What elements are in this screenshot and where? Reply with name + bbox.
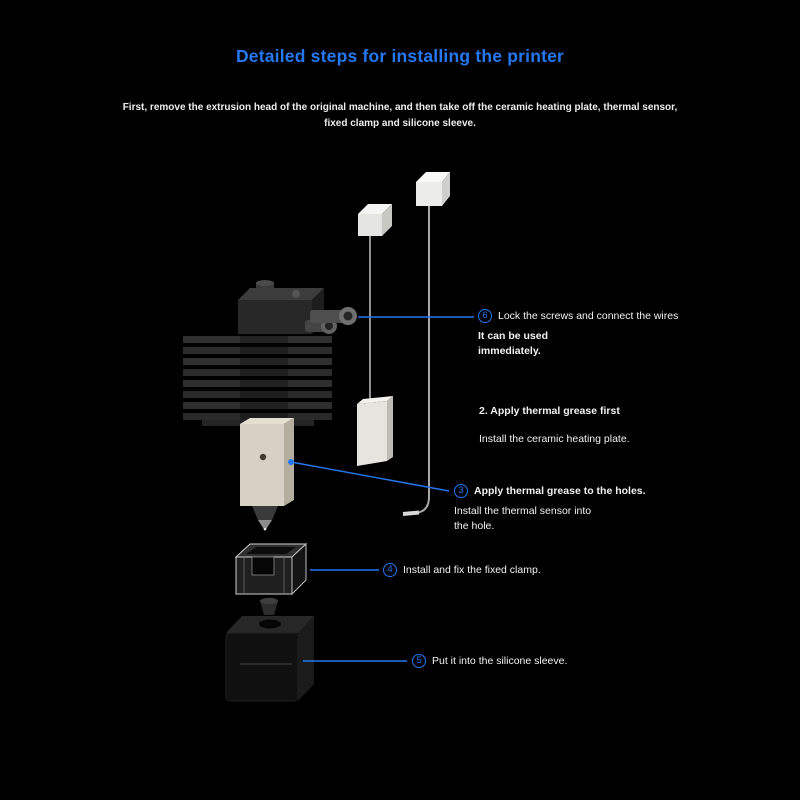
- ceramic-heating-plate: [357, 396, 393, 466]
- callout-connectors: [288, 316, 474, 662]
- step-6-subtext: It can be used immediately.: [478, 330, 549, 358]
- step-6-badge: 6: [478, 309, 492, 323]
- heatsink: [183, 280, 357, 531]
- step-6-text: Lock the screws and connect the wires: [498, 310, 679, 322]
- step-5-text: Put it into the silicone sleeve.: [432, 655, 568, 667]
- connector-step3: [290, 461, 450, 492]
- nozzle: [252, 506, 278, 531]
- step-3-subtext: Install the thermal sensor into the hole…: [454, 505, 592, 533]
- annotation-step2: 2. Apply thermal grease first Install th…: [479, 404, 630, 447]
- fixed-clamp: [234, 542, 308, 596]
- intro-text: First, remove the extrusion head of the …: [122, 102, 678, 129]
- page-title: Detailed steps for installing the printe…: [235, 46, 565, 66]
- mounting-screws: [305, 307, 357, 334]
- step-3-badge: 3: [454, 484, 468, 498]
- ceramic-heater: [240, 418, 294, 506]
- thermal-sensor-assembly: [402, 172, 450, 516]
- sleeve-inlet: [260, 597, 278, 615]
- step-3-text: Apply thermal grease to the holes.: [474, 485, 646, 497]
- heater-terminal-cube: [358, 204, 392, 236]
- silicone-sleeve: [225, 616, 314, 702]
- annotation-step4: 4 Install and fix the fixed clamp.: [383, 563, 541, 578]
- step-5-badge: 5: [412, 654, 426, 668]
- heating-plate-assembly: [357, 204, 393, 466]
- annotation-step6: 6 Lock the screws and connect the wires …: [478, 309, 678, 359]
- annotation-step3: 3 Apply thermal grease to the holes. Ins…: [454, 484, 646, 534]
- sensor-terminal-cube: [416, 172, 450, 206]
- step-2-subtext: Install the ceramic heating plate.: [479, 433, 630, 445]
- heatsink-fins: [183, 336, 332, 426]
- step-2-text: 2. Apply thermal grease first: [479, 405, 620, 417]
- step-4-badge: 4: [383, 563, 397, 577]
- annotation-step5: 5 Put it into the silicone sleeve.: [412, 654, 567, 669]
- step-4-text: Install and fix the fixed clamp.: [403, 564, 541, 576]
- grease-hole: [259, 453, 267, 461]
